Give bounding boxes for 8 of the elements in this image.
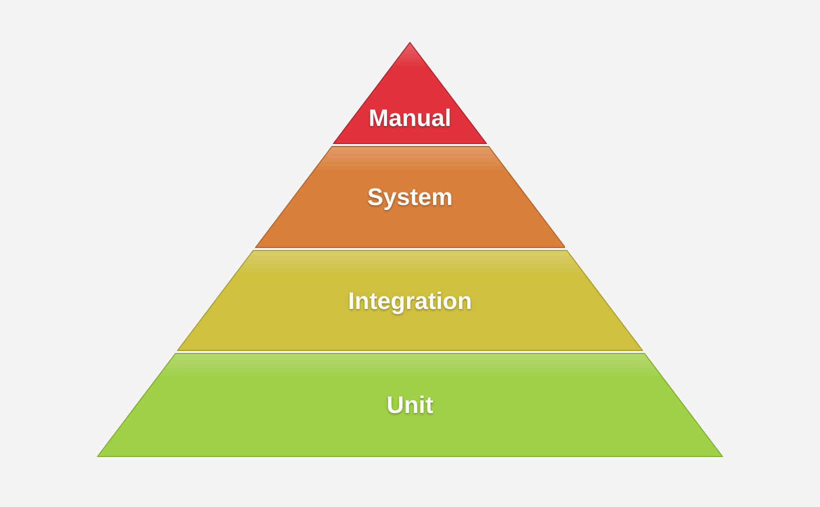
tier-label: Manual <box>368 107 452 131</box>
tier-label: Unit <box>386 394 434 418</box>
pyramid-tier <box>254 146 566 248</box>
tier-label: Integration <box>348 290 472 314</box>
tier-label: System <box>367 186 453 210</box>
pyramid-tier <box>97 353 723 457</box>
pyramid-tier <box>333 42 487 144</box>
pyramid-tier <box>176 250 644 351</box>
